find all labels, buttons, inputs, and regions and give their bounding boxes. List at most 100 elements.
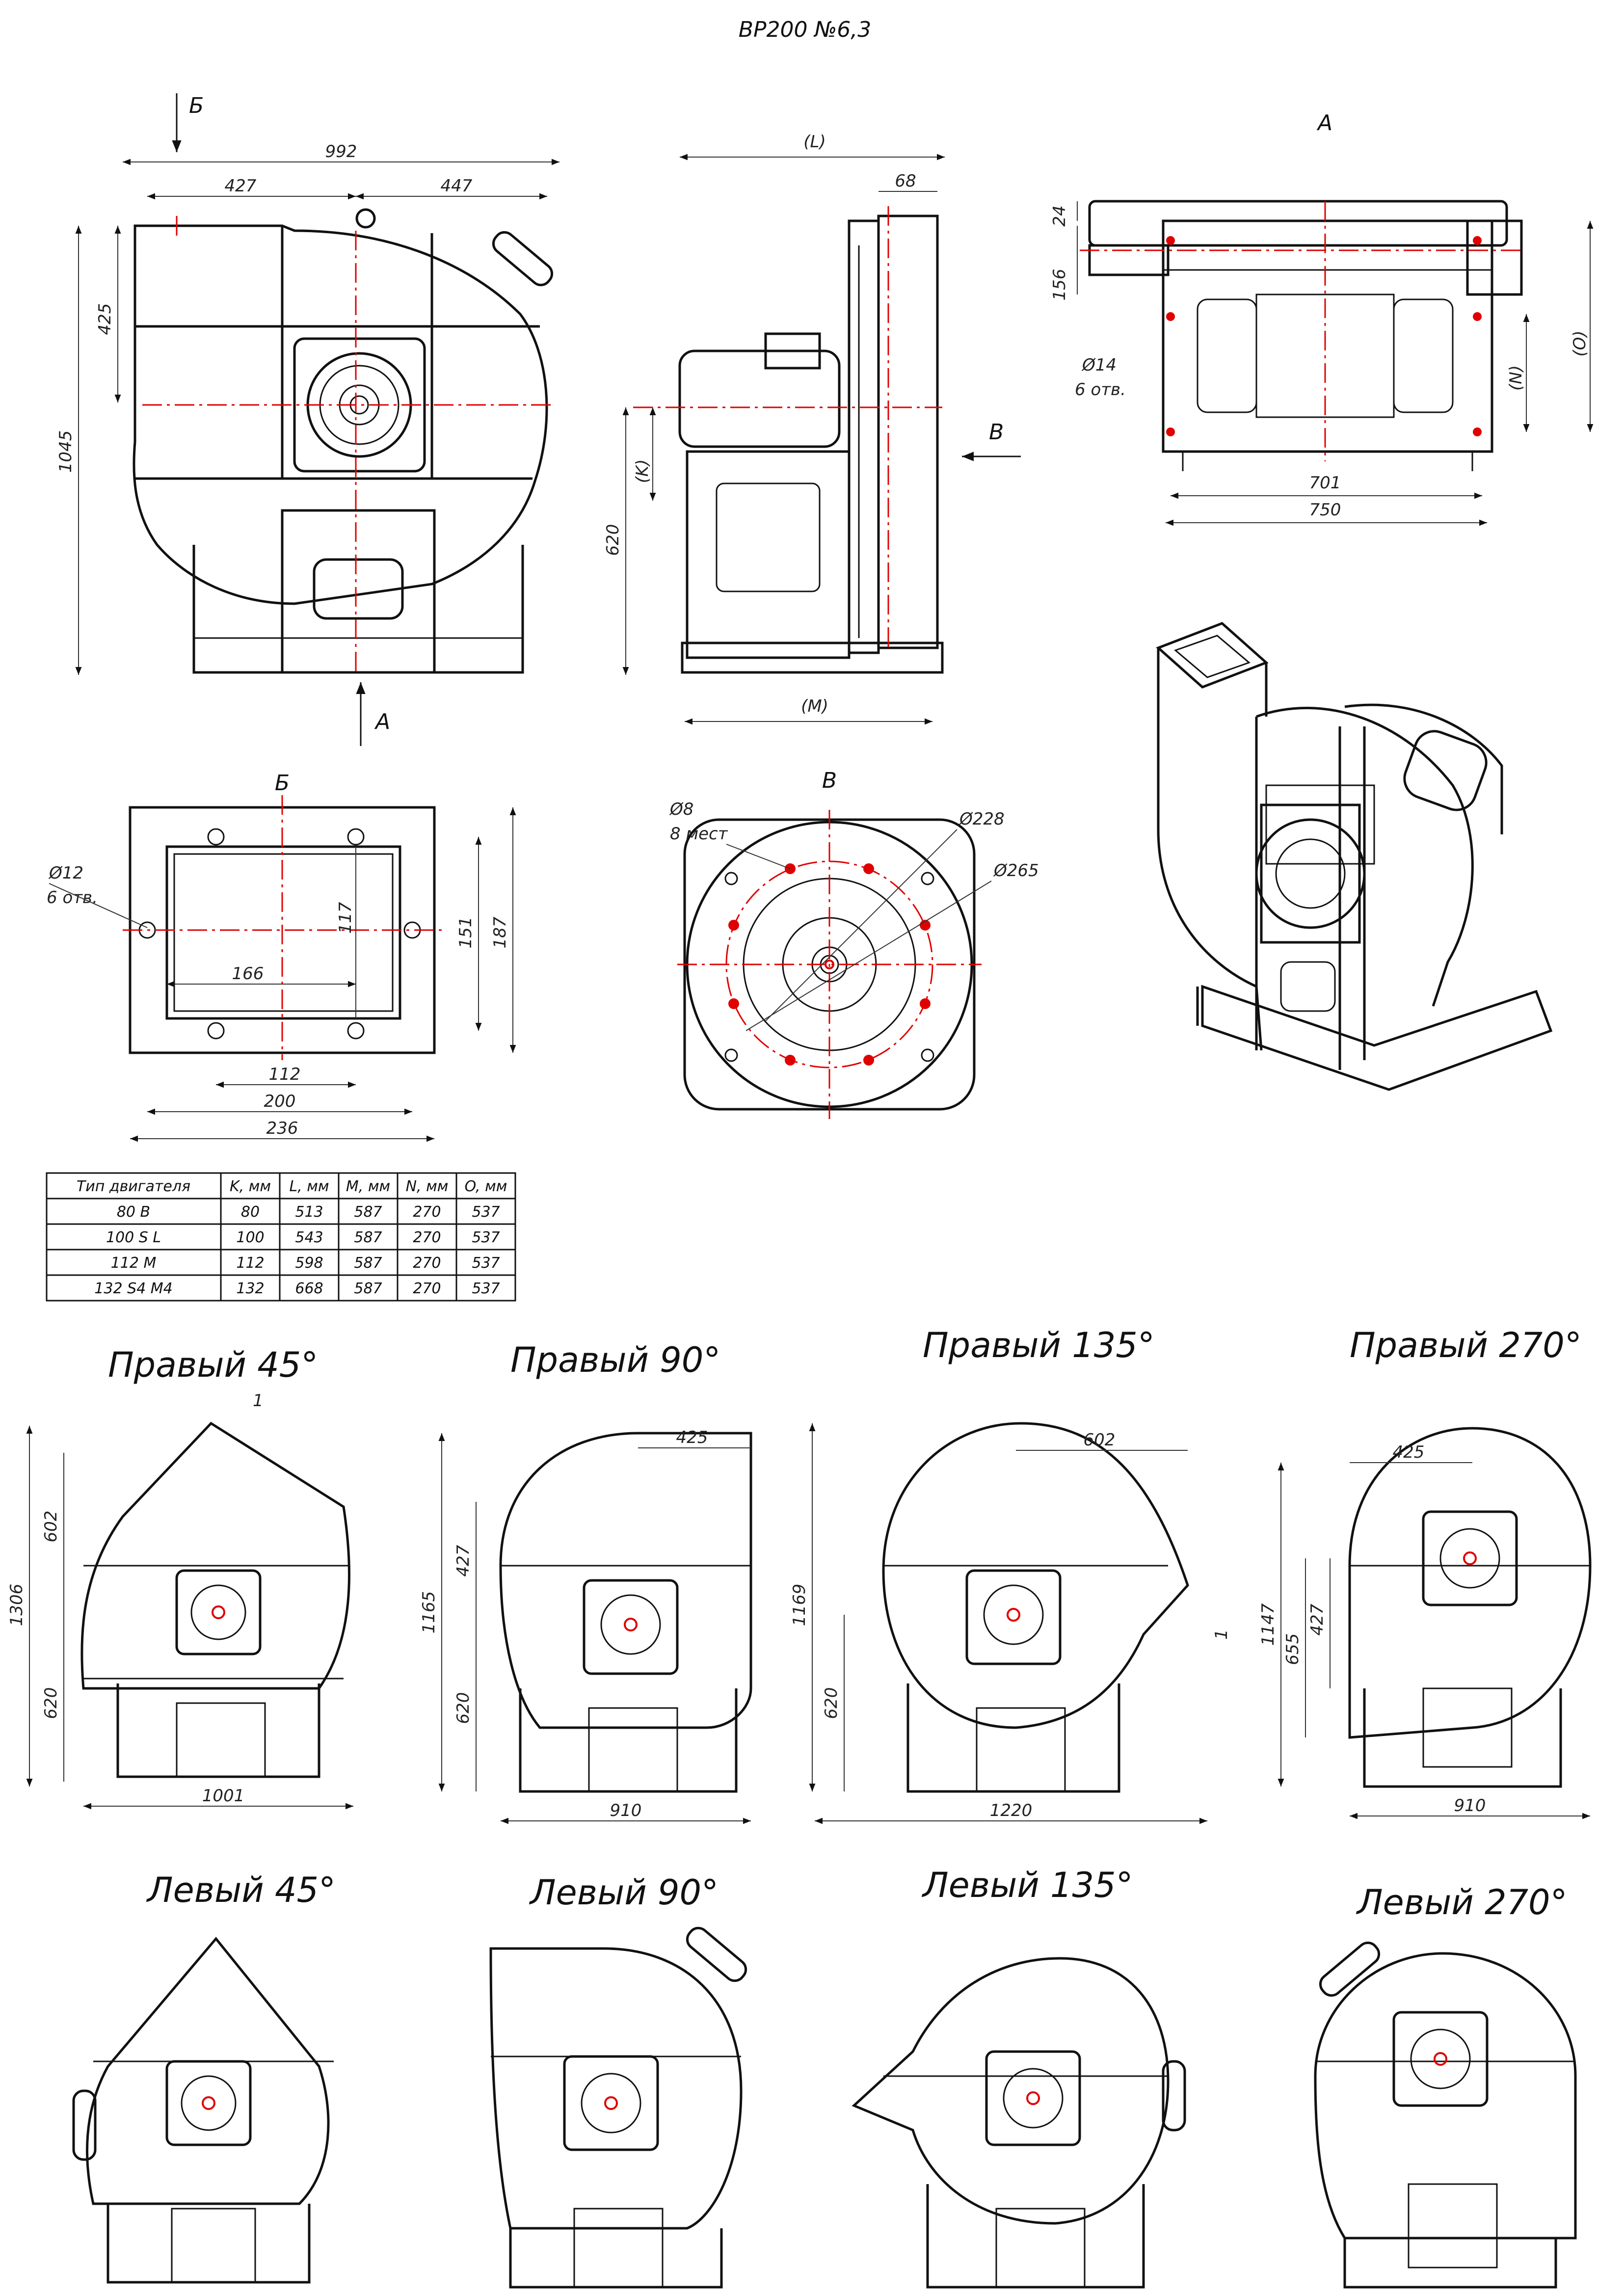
dim-top-d1: 24 (1050, 205, 1069, 226)
table-cell: 587 (354, 1229, 382, 1246)
table-cell: 100 S L (106, 1229, 161, 1246)
orientation-label: Правый 135° (923, 1325, 1155, 1365)
orientation-right-90: Правый 90° 425 1165 427 620 910 (419, 1340, 752, 1824)
orientation-right-45: Правый 45° 1306 602 620 1001 1 (7, 1345, 353, 1810)
orientation-dim: 620 (41, 1687, 61, 1719)
dim-side-K: (K) (633, 459, 652, 483)
dim-inlet-d265: Ø265 (993, 861, 1039, 881)
orientation-dim: 602 (41, 1511, 61, 1543)
orientation-left-90: Левый 90° (489, 1872, 747, 2289)
orientation-dim: 1001 (202, 1786, 245, 1806)
table-header: L, мм (289, 1178, 329, 1195)
orientation-left-135: Левый 135° (852, 1865, 1186, 2289)
orientation-dim: 620 (822, 1687, 841, 1719)
table-cell: 537 (472, 1203, 500, 1221)
orientation-label: Левый 45° (146, 1870, 336, 1910)
table-header: N, мм (406, 1178, 449, 1195)
orientation-label: Левый 270° (1356, 1882, 1568, 1922)
orientation-dim: 655 (1283, 1633, 1303, 1665)
orientation-label: Левый 90° (529, 1872, 719, 1913)
table-cell: 112 (236, 1255, 264, 1272)
view-a-arrow-label: А (374, 709, 390, 734)
dim-top-hole-count: 6 отв. (1075, 380, 1126, 400)
table-cell: 587 (354, 1203, 382, 1221)
outlet-view: Б Ø12 6 отв. 117 166 151 187 112 200 236 (47, 771, 516, 1142)
orientation-label: Правый 90° (510, 1340, 720, 1380)
orientation-label: Правый 270° (1350, 1325, 1582, 1365)
orientation-right-270: Правый 270° 425 1147 655 427 910 (1258, 1325, 1592, 1819)
dim-front-left: 427 (225, 176, 257, 196)
table-cell: 132 (236, 1280, 264, 1297)
dim-inlet-d228: Ø228 (958, 809, 1005, 829)
table-cell: 537 (472, 1229, 500, 1246)
orientation-dim: 620 (453, 1692, 473, 1724)
table-cell: 537 (472, 1255, 500, 1272)
orientation-dim: 1147 (1258, 1603, 1278, 1646)
dim-outlet-hole: Ø12 (48, 863, 83, 883)
dim-side-L: (L) (803, 132, 825, 152)
orientation-dim: 1 (1212, 1629, 1231, 1640)
dim-top-hole: Ø14 (1081, 355, 1117, 375)
orientation-dim: 1165 (419, 1591, 439, 1634)
orientation-left-45: Левый 45° (72, 1870, 336, 2284)
table-cell: 587 (354, 1255, 382, 1272)
sheet-title: ВР200 №6,3 (739, 17, 871, 42)
table-cell: 80 (241, 1203, 260, 1221)
table-cell: 668 (295, 1280, 323, 1297)
view-v-title: В (822, 768, 837, 793)
top-view: А 24 156 Ø14 6 отв. (N) (O) 701 750 (1050, 110, 1594, 526)
table-cell: 80 B (117, 1203, 150, 1221)
table-cell: 100 (236, 1229, 264, 1246)
dim-outlet-h117: 117 (336, 902, 355, 934)
table-cell: 270 (413, 1280, 441, 1297)
dim-top-w2: 750 (1309, 500, 1341, 520)
dim-outlet-w112: 112 (269, 1065, 301, 1084)
orientation-dim: 427 (453, 1545, 473, 1576)
table-cell: 270 (413, 1203, 441, 1221)
front-view: 992 427 447 425 1045 Б А (56, 93, 559, 746)
dim-front-right: 447 (441, 176, 473, 196)
motor-table: Тип двигателя K, мм L, мм M, мм N, мм O,… (46, 1172, 516, 1302)
table-header: K, мм (230, 1178, 271, 1195)
dim-outlet-h187: 187 (490, 916, 510, 948)
dim-front-height: 1045 (56, 430, 76, 473)
inlet-view: В Ø8 8 мест Ø228 Ø265 (669, 768, 1039, 1119)
side-view: (L) 68 (K) 620 (M) В (603, 132, 1021, 725)
table-cell: 132 S4 M4 (94, 1280, 172, 1297)
dim-top-w1: 701 (1309, 473, 1341, 493)
dim-outlet-w236: 236 (266, 1119, 298, 1138)
orientation-dim: 1306 (7, 1584, 27, 1627)
view-b-arrow-label: Б (189, 93, 204, 118)
dim-outlet-hole-count: 6 отв. (47, 888, 98, 908)
table-header: M, мм (346, 1178, 390, 1195)
dim-top-N: (N) (1506, 365, 1526, 391)
view-a-title: А (1316, 110, 1332, 135)
dim-top-O: (O) (1570, 330, 1590, 356)
orientation-right-135: Правый 135° 602 1169 620 1 1220 (790, 1325, 1231, 1824)
view-b-title: Б (275, 771, 290, 796)
table-cell: 270 (413, 1229, 441, 1246)
dim-inlet-hole-count: 8 мест (670, 824, 728, 844)
dim-inlet-hole: Ø8 (669, 800, 693, 819)
dim-side-flange: 68 (895, 171, 916, 191)
orientation-dim: 1 (253, 1391, 264, 1411)
isometric-view (1156, 622, 1553, 1091)
dim-outlet-w200: 200 (264, 1092, 296, 1111)
orientation-label: Левый 135° (921, 1865, 1133, 1905)
table-cell: 537 (472, 1280, 500, 1297)
orientation-dim: 425 (1393, 1442, 1425, 1462)
orientation-dim: 1169 (790, 1584, 809, 1627)
orientation-dim: 910 (610, 1801, 642, 1820)
dim-front-upper: 425 (95, 303, 115, 335)
orientation-dim: 602 (1084, 1430, 1116, 1450)
table-cell: 587 (354, 1280, 382, 1297)
orientation-dim: 910 (1454, 1796, 1486, 1815)
orientation-left-270: Левый 270° (1314, 1882, 1577, 2289)
table-cell: 270 (413, 1255, 441, 1272)
orientation-dim: 1220 (990, 1801, 1033, 1820)
table-cell: 598 (295, 1255, 323, 1272)
orientation-dim: 425 (676, 1428, 708, 1447)
table-header: Тип двигателя (77, 1178, 190, 1195)
table-header: O, мм (465, 1178, 507, 1195)
